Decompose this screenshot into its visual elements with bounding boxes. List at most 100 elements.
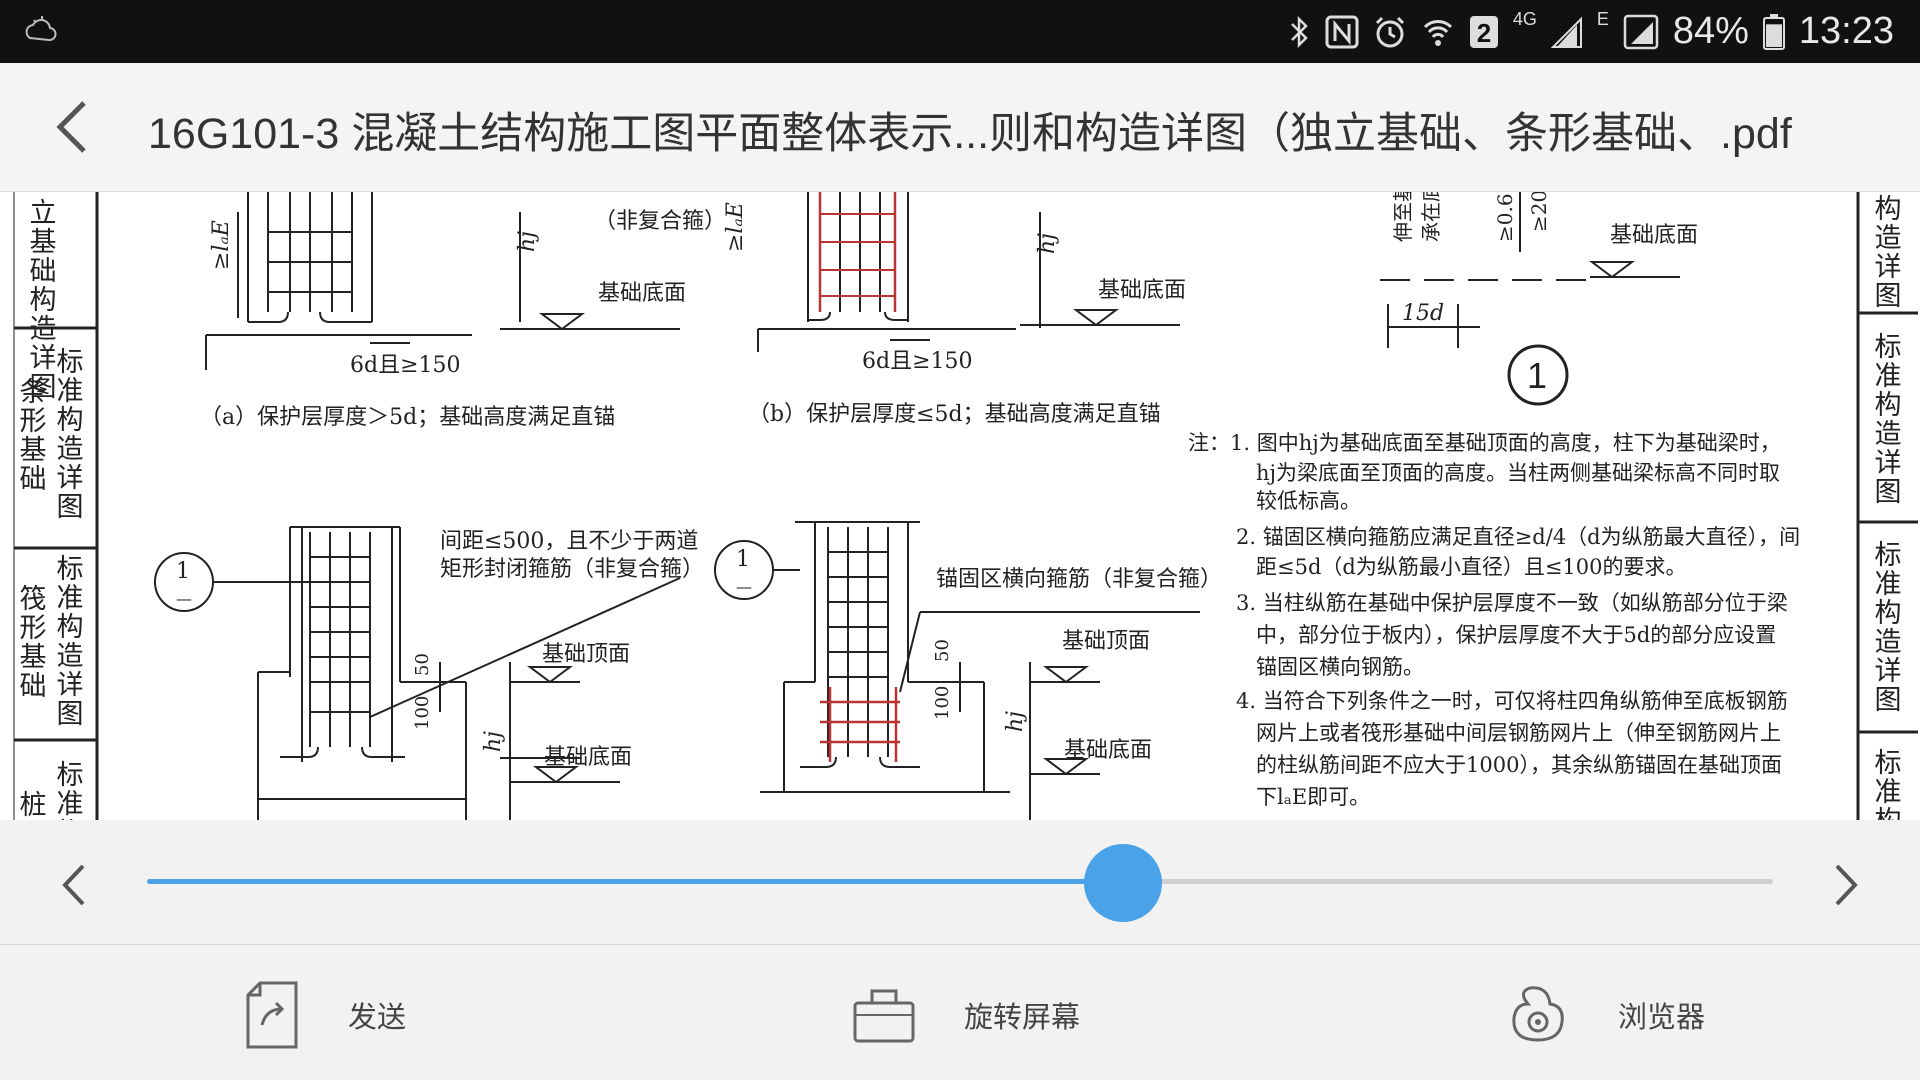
next-page-button[interactable]: [1825, 860, 1865, 910]
status-bar: 2 4G E 84% 13:23: [0, 0, 1920, 63]
chevron-right-icon: [1835, 864, 1858, 906]
circle-number: 1: [1527, 355, 1547, 396]
note-line-9: 4. 当符合下列条件之一时，可仅将柱四角纵筋伸至底板钢筋: [1236, 689, 1788, 713]
section-mark-d: 1: [736, 547, 750, 572]
chevron-left-icon: [56, 101, 86, 153]
left-side-tabs: [13, 192, 99, 820]
network-type-label: 4G: [1512, 9, 1537, 29]
left-tab-7[interactable]: 桩: [15, 790, 47, 819]
alarm-icon: [1375, 16, 1404, 47]
browser-label: 浏览器: [1618, 1000, 1706, 1034]
left-tab-1[interactable]: 立基础构造详图: [25, 198, 57, 401]
status-icons: 2 4G E 84% 13:23: [1289, 0, 1894, 63]
page-slider-fill: [147, 879, 1123, 884]
clock: 13:23: [1798, 10, 1894, 52]
section-mark-sub-c: —: [176, 589, 192, 608]
hj-label-d: hj: [1003, 711, 1028, 732]
left-tab-3[interactable]: 条形基础: [15, 377, 47, 493]
note-line-2: hj为梁底面至顶面的高度。当柱两侧基础梁标高不同时取: [1256, 461, 1780, 485]
right-tab-2[interactable]: 标准构造详图: [1870, 332, 1902, 506]
send-button[interactable]: 发送: [244, 977, 406, 1053]
page-slider-bar: [0, 820, 1920, 945]
sim-badge-text: 2: [1477, 18, 1491, 48]
dim-100-label-d: 100: [932, 686, 953, 720]
anchor-note: 锚固区横向箍筋（非复合箍）: [936, 567, 1222, 592]
dim-100-label-c: 100: [412, 696, 433, 730]
rotated-text-2: 承在底: [1419, 192, 1443, 242]
notes-block: 注：1. 图中hj为基础底面至基础顶面的高度，柱下为基础梁时， hj为梁底面至顶…: [1188, 431, 1800, 809]
right-tab-3[interactable]: 标准构造详图: [1870, 540, 1902, 714]
base-bottom-label-d: 基础底面: [1064, 738, 1152, 763]
rotated-text-4: ≥20: [1527, 192, 1551, 232]
base-top-label-c: 基础顶面: [542, 642, 630, 667]
dim-6d-label-a: 6d且≥150: [350, 353, 461, 378]
note-line-1: 注：1. 图中hj为基础底面至基础顶面的高度，柱下为基础梁时，: [1188, 431, 1781, 455]
dim-50-label-d: 50: [932, 639, 953, 662]
lae-label-a: ≥lₐE: [209, 220, 234, 270]
rotated-text-1: 伸至基: [1391, 192, 1415, 242]
right-side-tabs: [1856, 192, 1918, 820]
document-page[interactable]: 立基础构造详图 标准构造详图 条形基础 标准构造详图 筏形基础 标准构 桩 构造…: [0, 192, 1920, 820]
note-line-5: 距≤5d（d为纵筋最小直径）且≤100的要求。: [1256, 555, 1687, 579]
non-composite-label: （非复合箍）: [594, 209, 726, 234]
figure-top-right: [1380, 192, 1680, 406]
note-line-11: 的柱纵筋间距不应大于1000），其余纵筋锚固在基础顶面: [1256, 753, 1782, 777]
bottom-action-bar: 发送 旋转屏幕 浏览器: [0, 945, 1920, 1080]
left-tab-2[interactable]: 标准构造详图: [52, 347, 84, 521]
browser-squirrel-icon: [1512, 986, 1564, 1042]
page-slider-track[interactable]: [147, 844, 1773, 922]
figure-b: [757, 192, 1180, 352]
note-line-12: 下lₐE即可。: [1256, 785, 1370, 809]
caption-a: （a）保护层厚度＞5d；基础高度满足直锚: [200, 405, 615, 430]
chevron-left-icon: [62, 864, 85, 906]
base-bottom-label-e: 基础底面: [1610, 223, 1698, 248]
hj-label-a: hj: [515, 231, 540, 252]
network-type-label-2: E: [1596, 9, 1609, 29]
base-bottom-label-c: 基础底面: [544, 745, 632, 770]
rotated-text-3: ≥0.6: [1493, 193, 1517, 242]
right-tab-1[interactable]: 构造详图: [1870, 194, 1902, 310]
battery-percent: 84%: [1672, 10, 1749, 52]
figure-a: [205, 192, 680, 370]
left-tab-6[interactable]: 标准构: [52, 760, 84, 820]
sim-badge-icon: 2: [1469, 15, 1498, 48]
rotate-screen-button[interactable]: 旋转屏幕: [852, 977, 1080, 1053]
battery-icon: [1762, 13, 1785, 50]
dim-15d-label: 15d: [1402, 301, 1444, 326]
back-button[interactable]: [42, 93, 102, 161]
spacing-note-1: 间距≤500，且不少于两道: [440, 529, 698, 554]
base-top-label-d: 基础顶面: [1062, 629, 1150, 654]
signal-icon-1: [1550, 16, 1582, 48]
previous-page-button[interactable]: [55, 860, 95, 910]
document-title: 16G101-3 混凝土结构施工图平面整体表示...则和构造详图（独立基础、条形…: [148, 110, 1792, 158]
caption-b: （b）保护层厚度≤5d；基础高度满足直锚: [748, 402, 1161, 427]
left-tab-4[interactable]: 标准构造详图: [52, 554, 84, 728]
dim-50-label-c: 50: [412, 653, 433, 676]
note-line-4: 2. 锚固区横向箍筋应满足直径≥d/4（d为纵筋最大直径），间: [1236, 525, 1800, 549]
bluetooth-icon: [1290, 15, 1308, 48]
rotate-screen-icon: [853, 989, 915, 1043]
note-line-10: 网片上或者筏形基础中间层钢筋网片上（伸至钢筋网片上: [1256, 721, 1781, 745]
figure-c: [154, 526, 681, 820]
spacing-note-2: 矩形封闭箍筋（非复合箍）: [440, 557, 704, 582]
signal-icon-2: [1623, 14, 1659, 49]
right-tab-4[interactable]: 标准构: [1870, 748, 1902, 820]
hj-label-c: hj: [481, 731, 506, 752]
weather-icon: [22, 12, 58, 52]
section-mark-sub-d: —: [736, 577, 752, 596]
send-label: 发送: [348, 1000, 407, 1034]
figure-d: [714, 521, 1200, 820]
note-line-6: 3. 当柱纵筋在基础中保护层厚度不一致（如纵筋部分位于梁: [1236, 591, 1788, 615]
page-slider-thumb[interactable]: [1083, 844, 1162, 922]
base-bottom-label-a: 基础底面: [598, 281, 686, 306]
note-line-3: 较低标高。: [1256, 489, 1361, 513]
base-bottom-label-b: 基础底面: [1098, 278, 1186, 303]
note-line-8: 锚固区横向钢筋。: [1256, 655, 1424, 679]
left-tab-5[interactable]: 筏形基础: [15, 584, 47, 700]
note-line-7: 中，部分位于板内），保护层厚度不大于5d的部分应设置: [1256, 623, 1776, 647]
browser-button[interactable]: 浏览器: [1504, 977, 1705, 1053]
rotate-screen-label: 旋转屏幕: [964, 1000, 1081, 1034]
share-icon: [246, 981, 298, 1049]
title-bar: 16G101-3 混凝土结构施工图平面整体表示...则和构造详图（独立基础、条形…: [0, 63, 1920, 192]
wifi-calling-icon: [1423, 19, 1452, 46]
